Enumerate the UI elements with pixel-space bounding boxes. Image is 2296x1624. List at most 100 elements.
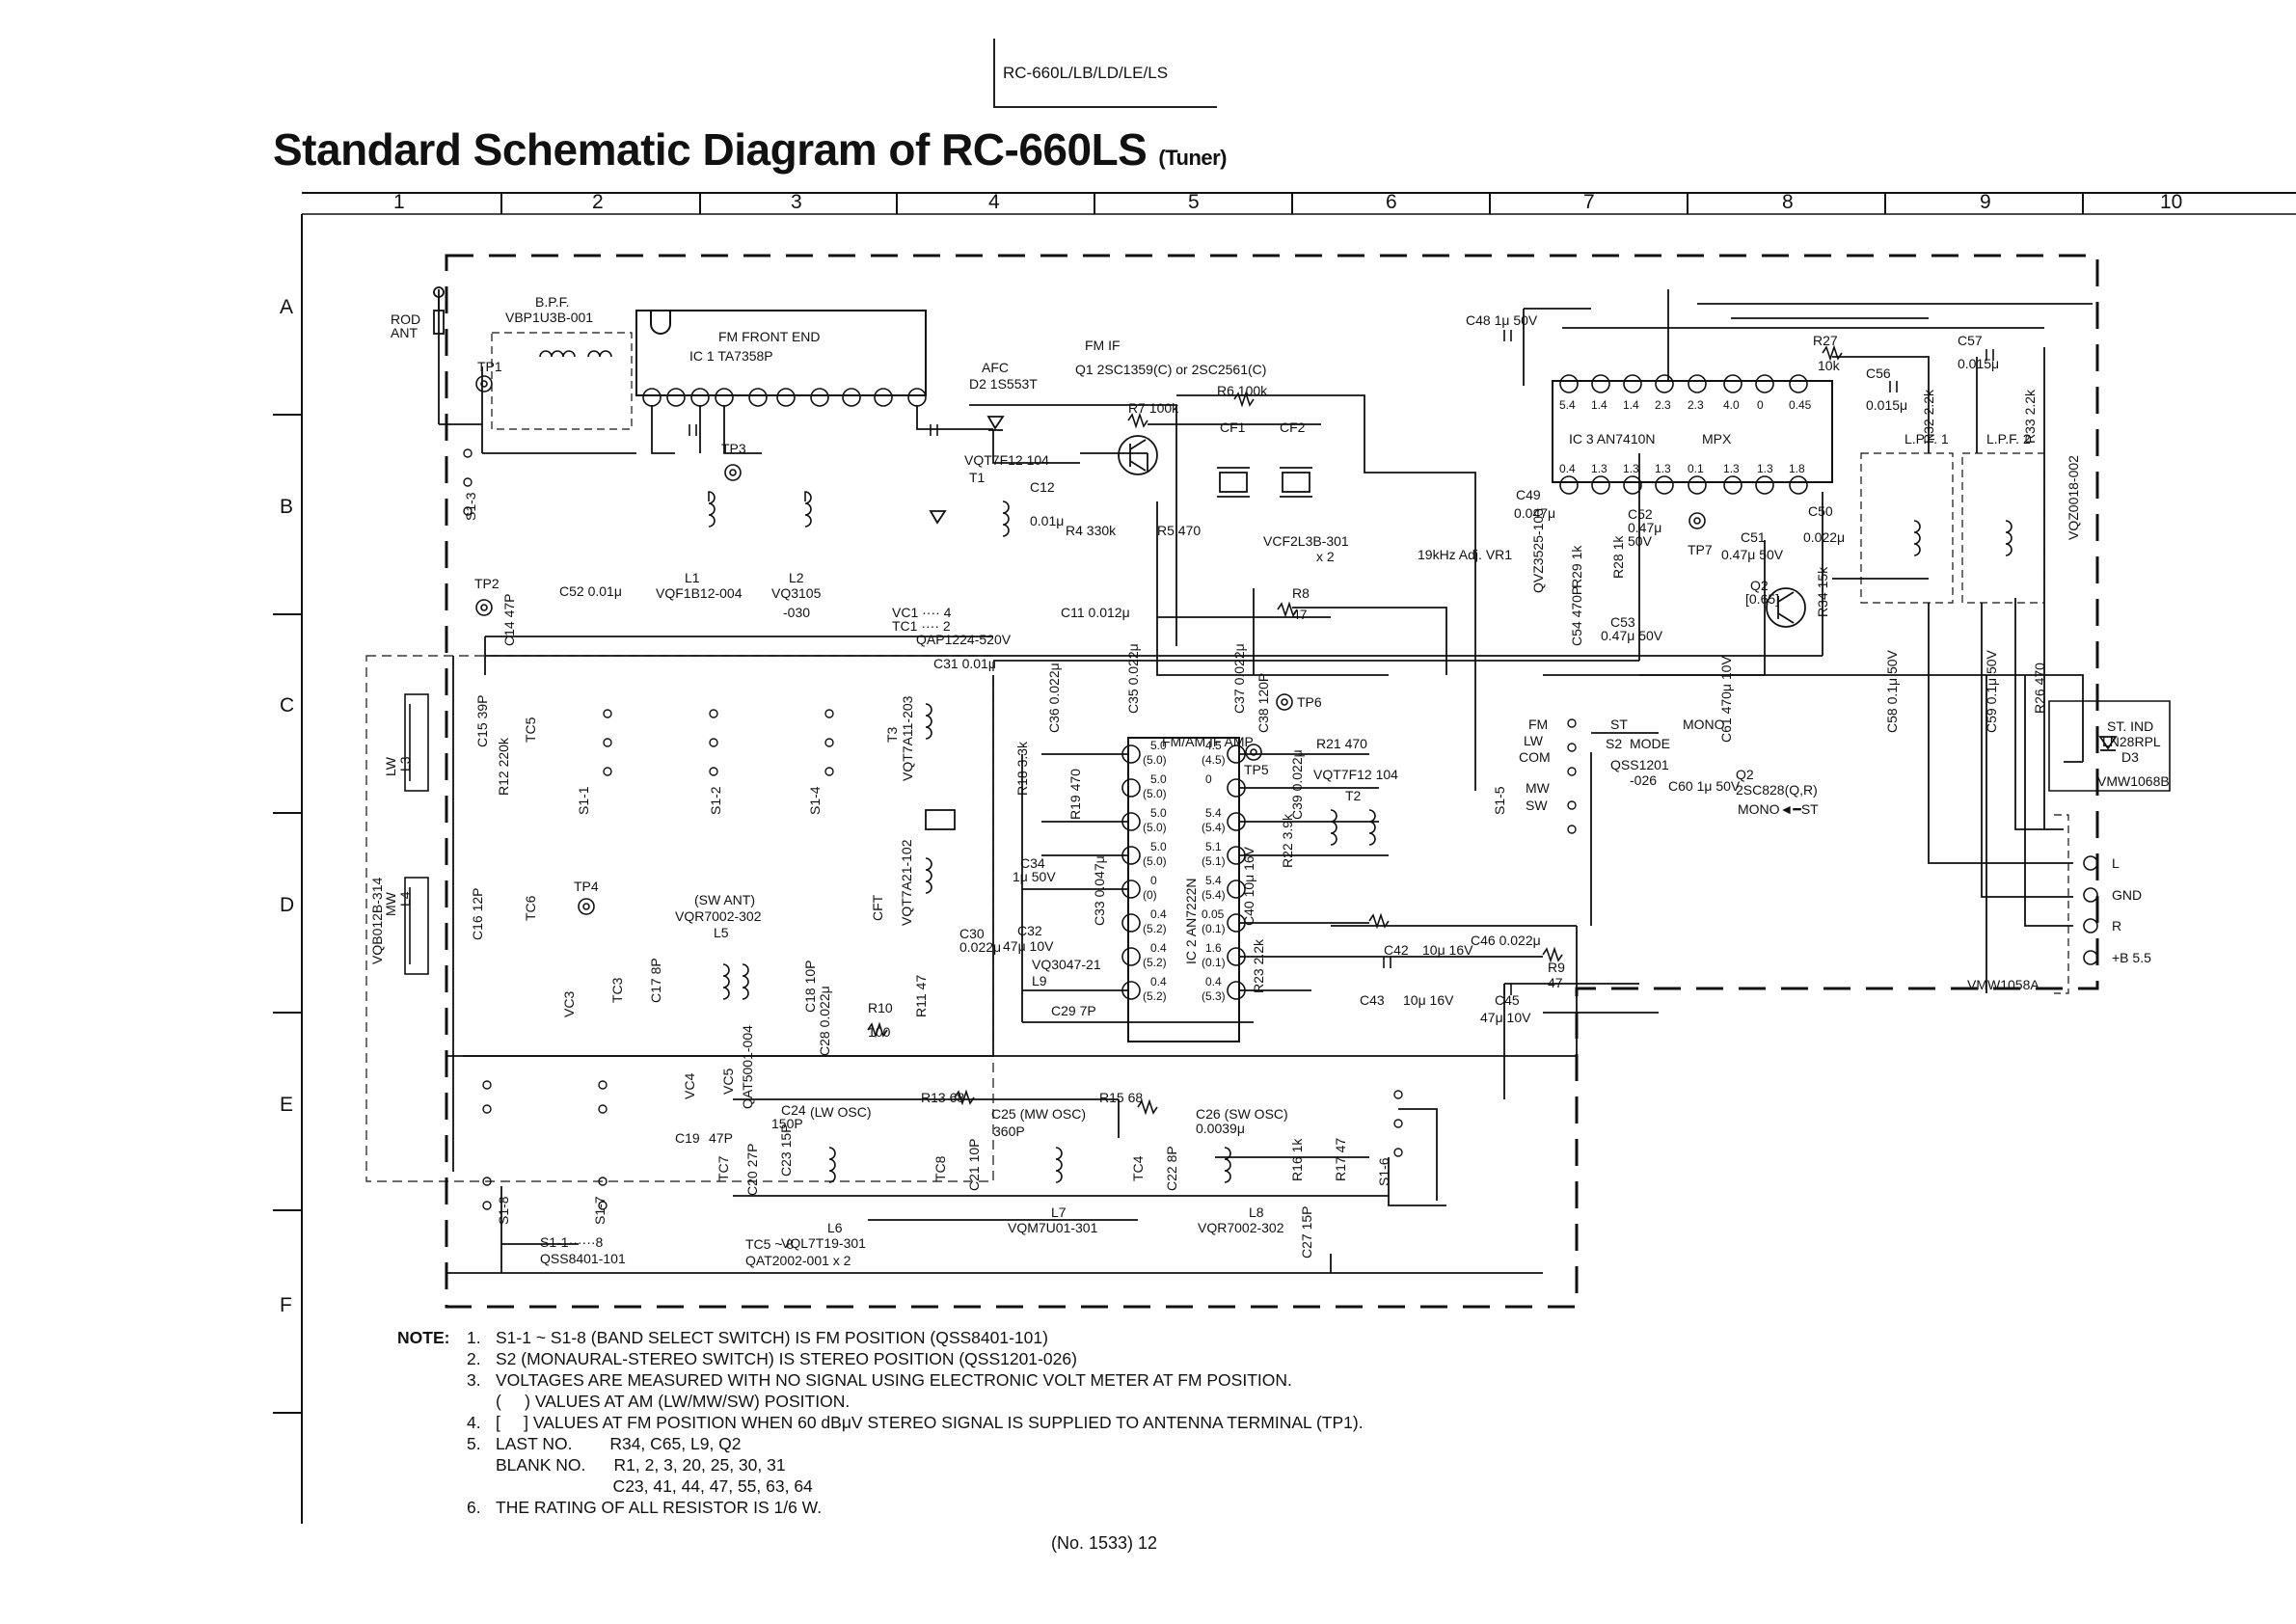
label-c49: C49	[1516, 487, 1541, 502]
label-lpf2: L.P.F. 2	[1986, 431, 2031, 447]
label-qat: QAT5001-004	[740, 1025, 755, 1109]
label-vc1: VC1 ···· 4	[892, 605, 952, 620]
label-r10v: 100	[868, 1024, 891, 1040]
label-c57: C57	[1958, 333, 1983, 348]
label-tc8: TC8	[932, 1155, 948, 1181]
label-c40: C40 10μ 16V	[1241, 846, 1256, 926]
coils	[404, 350, 2012, 1183]
ic2-v-left2: (5.0)	[1143, 787, 1167, 800]
ic3-v-bot: 0.4	[1559, 462, 1576, 475]
label-c21: C21 10P	[966, 1139, 982, 1191]
label-bpf: B.P.F.	[535, 294, 570, 310]
label-r13: R13 68	[921, 1090, 964, 1105]
note-num: 2.	[467, 1349, 481, 1368]
ic3-v-top: 1.4	[1591, 398, 1607, 412]
note-text: BLANK NO. R1, 2, 3, 20, 25, 30, 31	[496, 1455, 786, 1475]
label-vqt-t2: VQT7F12 104	[1313, 767, 1398, 782]
label-tp5: TP5	[1244, 762, 1269, 777]
label-c22: C22 8P	[1164, 1146, 1179, 1191]
output-connector-dashed	[2054, 814, 2069, 994]
label-vr1: 19kHz Adj. VR1	[1418, 547, 1512, 562]
label-r17: R17 47	[1333, 1138, 1348, 1181]
note-text: S2 (MONAURAL-STEREO SWITCH) IS STEREO PO…	[496, 1349, 1077, 1368]
label-r7: R7 100k	[1128, 400, 1179, 416]
note-text: ( ) VALUES AT AM (LW/MW/SW) POSITION.	[496, 1392, 851, 1411]
label-vqr: VQR7002-302	[675, 908, 762, 924]
label-l6p: VQL7T19-301	[781, 1235, 866, 1251]
wiring	[438, 289, 2093, 1274]
label-c31: C31 0.01μ	[933, 656, 996, 671]
ic2-v-left: 0.4	[1150, 907, 1167, 921]
label-vqz: VQZ0018-002	[2066, 455, 2081, 540]
col-label: 1	[393, 191, 405, 213]
row-label: C	[280, 694, 294, 717]
ic2-if-amp	[1127, 737, 1240, 1042]
label-c43: C43	[1360, 992, 1385, 1008]
label-c53: C53	[1610, 614, 1635, 630]
note-row: 5.LAST NO. R34, C65, L9, Q2	[397, 1433, 1364, 1454]
label-c12: C12	[1030, 479, 1055, 495]
board-outline-dashed	[445, 254, 2099, 1309]
label-c20: C20 27P	[744, 1144, 760, 1196]
col-label: 10	[2160, 191, 2182, 213]
label-c23: C23 15P	[778, 1124, 794, 1177]
label-c56: C56	[1866, 365, 1891, 381]
note-num: 5.	[467, 1434, 481, 1453]
label-c61: C61 470μ 10V	[1718, 656, 1734, 743]
label-r28: R28 1k	[1610, 535, 1626, 579]
label-c54: C54 470P	[1569, 586, 1584, 646]
label-l6: L6	[827, 1220, 843, 1235]
grid-frame	[273, 192, 2296, 1524]
label-ic1: IC 1 TA7358P	[689, 348, 773, 364]
grid-row-labels: A B C D E F	[280, 296, 294, 1316]
label-c33: C33 0.047μ	[1092, 855, 1107, 926]
ic2-v-left: 5.0	[1150, 772, 1167, 786]
label-tp6: TP6	[1297, 694, 1322, 710]
ceramic-filters	[925, 467, 1312, 830]
label-r9v: 47	[1548, 975, 1563, 990]
ic3-v-bot: 1.3	[1655, 462, 1671, 475]
note-num: 3.	[467, 1370, 481, 1390]
label-vc1b: TC1 ···· 2	[892, 618, 951, 634]
label-l9: L9	[1032, 973, 1047, 988]
label-vmw1068b: VMW1068B	[2097, 773, 2170, 789]
label-c12v: 0.01μ	[1030, 513, 1064, 528]
label-c38: C38 120P	[1256, 673, 1271, 733]
ic3-v-top: 5.4	[1559, 398, 1576, 412]
label-l5: L5	[714, 925, 729, 940]
label-s1-1: S1-1	[576, 786, 591, 815]
label-l8: L8	[1249, 1204, 1264, 1220]
notes-block: NOTE:1.S1-1 ~ S1-8 (BAND SELECT SWITCH) …	[397, 1327, 1364, 1518]
label-qap: QAP1224-520V	[916, 632, 1012, 647]
model-number: RC-660L/LB/LD/LE/LS	[1003, 64, 1169, 82]
label-t3p: VQT7A11-203	[900, 695, 915, 781]
transistors	[1118, 435, 1806, 628]
label-out-l: L	[2112, 855, 2120, 871]
label-c17: C17 8P	[648, 958, 663, 1003]
label-c29: C29 7P	[1051, 1003, 1096, 1018]
label-qss1201: QSS1201	[1610, 757, 1669, 772]
ic3-v-bot: 1.3	[1623, 462, 1639, 475]
ic2-v-left: 5.0	[1150, 840, 1167, 853]
label-c46: C46 0.022μ	[1471, 933, 1541, 948]
label-c45: C45	[1495, 992, 1520, 1008]
ic3-v-top: 4.0	[1723, 398, 1740, 412]
label-d3: D3	[2121, 749, 2139, 765]
note-row: 2. S2 (MONAURAL-STEREO SWITCH) IS STEREO …	[397, 1348, 1364, 1369]
label-r33: R33 2.2k	[2022, 389, 2038, 444]
label-c39: C39 0.022μ	[1289, 749, 1305, 820]
label-r11: R11 47	[913, 975, 929, 1017]
ic3-v-bot: 1.3	[1723, 462, 1740, 475]
row-label: E	[280, 1094, 293, 1116]
label-r4: R4 330k	[1066, 523, 1117, 538]
label-q2v: [0.65]	[1745, 591, 1779, 607]
label-r18: R18 3.3k	[1014, 741, 1030, 796]
ic2-v-right2: (4.5)	[1202, 753, 1226, 767]
label-l3: L3	[397, 756, 413, 771]
label-c16: C16 12P	[470, 888, 485, 940]
ic3-voltages: 5.4 1.4 1.4 2.3 2.3 4.0 0 0.45 0.4 1.3 1…	[1559, 398, 1812, 475]
label-s1-6: S1-6	[1376, 1157, 1391, 1186]
page-footer: (No. 1533) 12	[1051, 1533, 1158, 1553]
label-c25v: 360P	[993, 1123, 1025, 1139]
label-vc4: VC4	[682, 1073, 697, 1099]
